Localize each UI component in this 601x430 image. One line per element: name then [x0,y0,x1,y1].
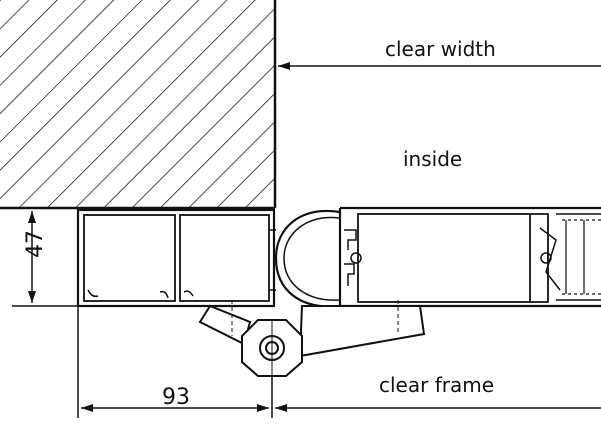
wall-section [0,0,277,210]
clear-width-label: clear width [385,37,496,61]
door-seal [274,209,341,308]
door-leaf-profile [338,206,601,308]
frame-depth-dimension: 47 [23,230,48,258]
frame-width-dimension: 93 [162,385,190,410]
hinge [198,300,426,377]
dimension-lines [12,62,601,418]
clear-frame-label: clear frame [379,373,494,397]
inside-label: inside [403,147,462,171]
frame-profile [76,208,276,308]
